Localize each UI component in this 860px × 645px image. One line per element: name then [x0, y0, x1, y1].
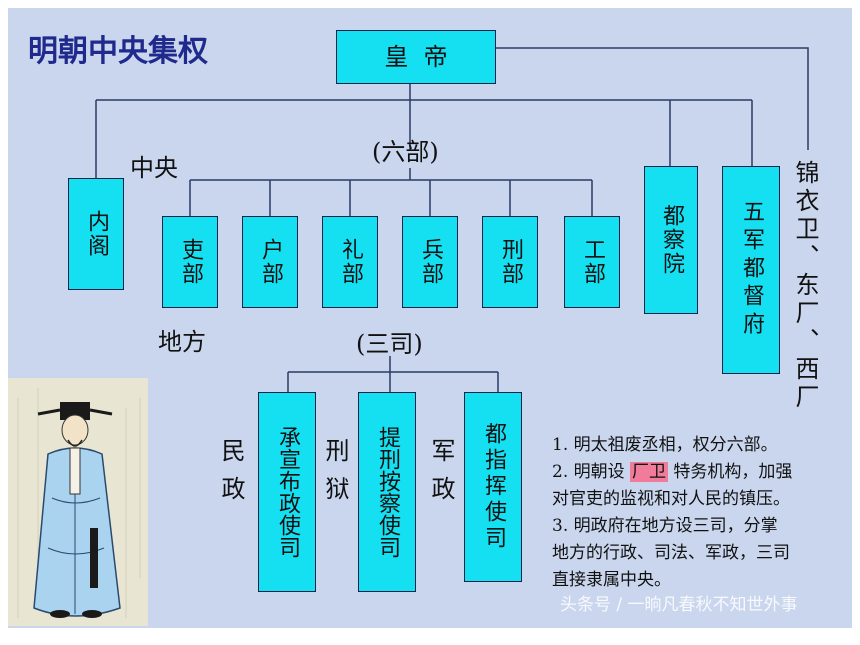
office-label: 提刑按察使司	[375, 426, 400, 558]
secret-police-label: 锦衣卫、东厂、西厂	[791, 160, 819, 412]
ministry-box: 工部	[564, 216, 620, 308]
note-line: 对官吏的监视和对人民的镇压。	[552, 489, 790, 509]
office-box: 提刑按察使司	[358, 392, 416, 592]
censorate-label: 都察院	[659, 204, 684, 276]
notes-panel: 1. 明太祖废丞相，权分六部。 2. 明朝设 厂卫 特务机构，加强 对官吏的监视…	[552, 432, 852, 594]
five-armies-box: 五军都督府	[722, 166, 780, 374]
note-line: 直接隶属中央。	[552, 570, 671, 590]
office-box: 都指挥使司	[464, 392, 522, 582]
ministry-label: 户部	[258, 238, 283, 286]
six-ministries-label: (六部)	[372, 138, 439, 166]
highlight-term: 厂卫	[630, 462, 669, 482]
three-offices-label: (三司)	[356, 330, 423, 358]
watermark-text: 头条号 / 一晌凡春秋不知世外事	[560, 595, 798, 615]
office-label: 承宣布政使司	[275, 426, 300, 558]
ministry-label: 兵部	[418, 238, 443, 286]
office-side-label: 刑狱	[321, 438, 349, 514]
grand-secretariat-label: 内阁	[84, 210, 109, 258]
connector-emperor-secret-police	[496, 47, 809, 150]
ministry-box: 吏部	[162, 216, 218, 308]
connector-office-drops	[287, 372, 499, 392]
note-line: 3. 明政府在地方设三司，分掌	[552, 516, 778, 536]
office-label: 都指挥使司	[481, 422, 506, 552]
diagram-title: 明朝中央集权	[28, 34, 208, 69]
office-box: 承宣布政使司	[258, 392, 316, 592]
note-line: 2. 明朝设 厂卫 特务机构，加强	[552, 459, 852, 486]
ministry-label: 工部	[580, 238, 605, 286]
connector-ministry-drops	[189, 180, 593, 216]
office-side-label: 军政	[427, 438, 455, 514]
note-text: 2. 明朝设	[552, 462, 631, 482]
censorate-box: 都察院	[644, 166, 698, 314]
ministry-box: 刑部	[482, 216, 538, 308]
official-portrait-image	[8, 378, 148, 626]
office-side-label: 民政	[217, 438, 245, 514]
five-armies-label: 五军都督府	[739, 200, 764, 340]
slide-background	[8, 8, 852, 628]
central-label: 中央	[130, 154, 178, 182]
note-line: 地方的行政、司法、军政，三司	[552, 543, 790, 563]
emperor-box: 皇 帝	[336, 30, 496, 84]
local-label: 地方	[158, 328, 206, 356]
grand-secretariat-box: 内阁	[68, 178, 124, 290]
ministry-label: 礼部	[338, 238, 363, 286]
ministry-box: 礼部	[322, 216, 378, 308]
ministry-label: 吏部	[178, 238, 203, 286]
ministry-box: 兵部	[402, 216, 458, 308]
note-text: 特务机构，加强	[668, 462, 793, 482]
note-line: 1. 明太祖废丞相，权分六部。	[552, 435, 778, 455]
ministry-box: 户部	[242, 216, 298, 308]
emperor-label: 皇 帝	[384, 43, 448, 71]
ministry-label: 刑部	[498, 238, 523, 286]
